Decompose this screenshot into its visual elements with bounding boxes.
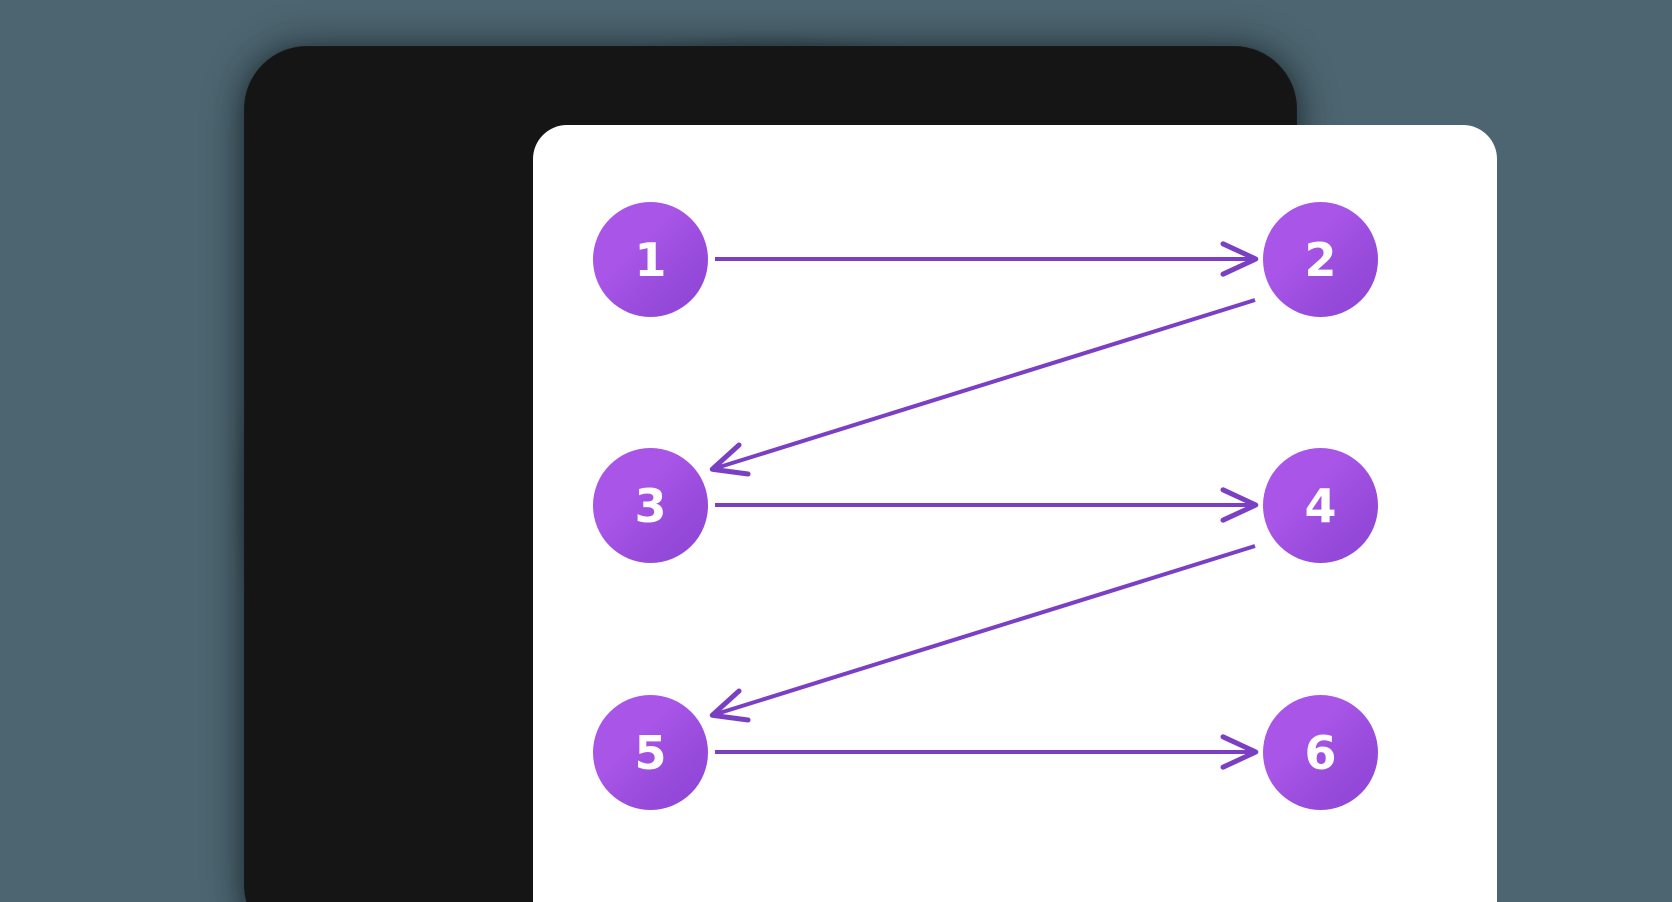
graph-node-2[interactable]: 2 bbox=[1263, 202, 1378, 317]
graph-node-6[interactable]: 6 bbox=[1263, 695, 1378, 810]
device-screen: 1 2 3 4 5 6 bbox=[533, 125, 1497, 902]
graph-node-label: 5 bbox=[634, 725, 667, 780]
graph-node-5[interactable]: 5 bbox=[593, 695, 708, 810]
edge-4-to-5 bbox=[709, 544, 1256, 723]
graph-node-label: 1 bbox=[634, 232, 667, 287]
device-frame: 1 2 3 4 5 6 bbox=[245, 47, 1497, 902]
graph-node-label: 3 bbox=[634, 478, 667, 533]
graph-node-label: 4 bbox=[1304, 478, 1337, 533]
graph-node-label: 6 bbox=[1304, 725, 1337, 780]
graph-node-1[interactable]: 1 bbox=[593, 202, 708, 317]
graph-node-label: 2 bbox=[1304, 232, 1337, 287]
graph-edge-layer bbox=[709, 241, 1259, 770]
edge-2-to-3 bbox=[709, 298, 1256, 477]
graph-node-4[interactable]: 4 bbox=[1263, 448, 1378, 563]
diagram-canvas: 1 2 3 4 5 6 bbox=[533, 125, 1497, 902]
graph-node-3[interactable]: 3 bbox=[593, 448, 708, 563]
